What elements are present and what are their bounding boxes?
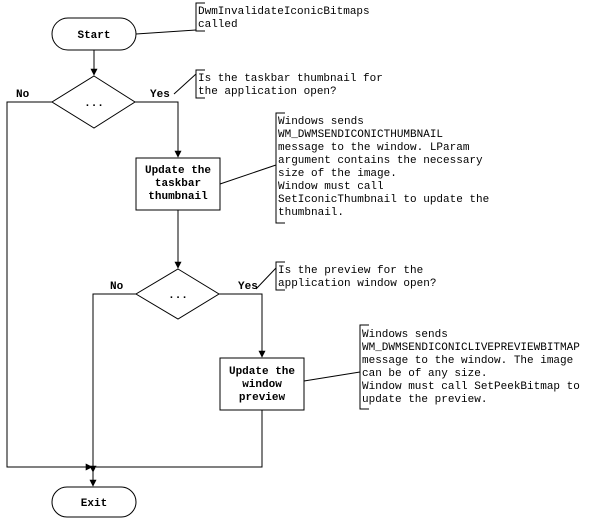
update-thumbnail-node: Update the taskbar thumbnail xyxy=(135,157,221,211)
start-node: Start xyxy=(51,17,137,51)
decision2-yes-label: Yes xyxy=(238,281,258,293)
preview-note-line-6: update the preview. xyxy=(362,394,487,406)
start-label: Start xyxy=(77,30,110,42)
exit-label: Exit xyxy=(81,498,107,510)
exit-node: Exit xyxy=(51,486,137,518)
connector-decision2-no xyxy=(89,293,136,473)
decision1-note-line-1: Is the taskbar thumbnail for xyxy=(198,73,383,85)
update-thumbnail-line-1: Update the xyxy=(145,165,211,177)
thumbnail-note-line-4: argument contains the necessary xyxy=(278,155,483,167)
decision1-no-label: No xyxy=(16,89,30,101)
update-preview-line-3: preview xyxy=(239,392,286,404)
preview-note-line-3: message to the window. The image xyxy=(362,355,573,367)
preview-note-line-4: can be of any size. xyxy=(362,368,487,380)
preview-note-line-2: WM_DWMSENDICONICLIVEPREVIEWBITMAP xyxy=(362,342,580,354)
decision2-annotation: Is the preview for the application windo… xyxy=(255,261,436,291)
thumbnail-note-line-2: WM_DWMSENDICONICTHUMBNAIL xyxy=(278,129,443,141)
start-note-line-1: DwmInvalidateIconicBitmaps xyxy=(198,6,370,18)
decision1-annotation: Is the taskbar thumbnail for the applica… xyxy=(173,69,383,99)
update-thumbnail-line-3: thumbnail xyxy=(148,191,208,203)
decision1-note-line-2: the application open? xyxy=(198,86,337,98)
decision1-yes-label: Yes xyxy=(150,89,170,101)
decision2-node: ... xyxy=(135,268,220,320)
connector-preview-to-exit xyxy=(96,410,263,468)
connector-decision1-yes xyxy=(135,101,182,158)
preview-annotation: Windows sends WM_DWMSENDICONICLIVEPREVIE… xyxy=(303,324,580,410)
decision1-label: ... xyxy=(84,98,104,110)
update-preview-line-2: window xyxy=(242,379,282,391)
decision1-node: ... xyxy=(51,75,136,129)
connector-decision2-yes xyxy=(219,293,266,358)
decision2-no-label: No xyxy=(110,281,124,293)
connector-decision1-no xyxy=(6,101,93,471)
update-preview-node: Update the window preview xyxy=(219,357,305,411)
preview-note-line-1: Windows sends xyxy=(362,329,448,341)
thumbnail-note-line-8: thumbnail. xyxy=(278,207,344,219)
thumbnail-note-line-3: message to the window. LParam xyxy=(278,142,470,154)
thumbnail-annotation: Windows sends WM_DWMSENDICONICTHUMBNAIL … xyxy=(219,112,489,224)
thumbnail-note-line-7: SetIconicThumbnail to update the xyxy=(278,194,489,206)
update-thumbnail-line-2: taskbar xyxy=(155,178,201,190)
update-preview-line-1: Update the xyxy=(229,366,295,378)
thumbnail-note-line-6: Window must call xyxy=(278,181,384,193)
preview-note-line-5: Window must call SetPeekBitmap to xyxy=(362,381,580,393)
decision2-note-line-2: application window open? xyxy=(278,278,436,290)
decision2-label: ... xyxy=(168,290,188,302)
thumbnail-note-line-5: size of the image. xyxy=(278,168,397,180)
thumbnail-note-line-1: Windows sends xyxy=(278,116,364,128)
decision2-note-line-1: Is the preview for the xyxy=(278,265,423,277)
start-note-line-2: called xyxy=(198,19,238,31)
start-annotation: DwmInvalidateIconicBitmaps called xyxy=(135,2,370,35)
